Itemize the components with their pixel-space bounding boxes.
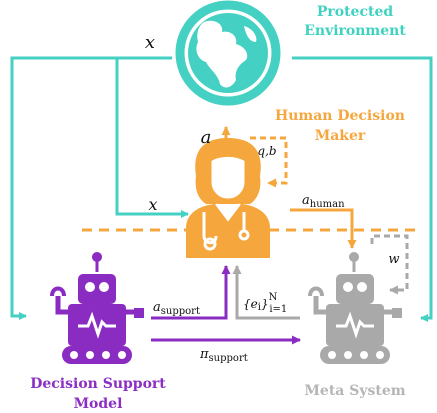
support-label-line2: Model xyxy=(74,396,123,412)
x-to-meta-line xyxy=(292,56,433,322)
environment-label-line1: Protected xyxy=(317,4,394,20)
w-label: w xyxy=(388,252,399,267)
x-label-mid: x xyxy=(148,195,157,214)
human-label-line1: Human Decision xyxy=(275,108,405,124)
support-robot-icon xyxy=(50,252,144,364)
meta-robot-icon xyxy=(308,252,402,364)
meta-label: Meta System xyxy=(304,383,405,399)
a-human-label: ahuman xyxy=(302,193,345,210)
qb-label: q,b xyxy=(257,144,276,158)
qb-self-loop xyxy=(250,136,288,188)
globe-icon xyxy=(175,0,281,106)
environment-observation-lines xyxy=(10,56,433,322)
explanations-arrow xyxy=(232,265,300,320)
x-label-top: x xyxy=(145,32,155,53)
a-label: a xyxy=(201,127,212,148)
a-support-arrow xyxy=(151,265,231,320)
a-human-arrow xyxy=(290,208,357,249)
pi-support-label: πsupport xyxy=(199,347,248,364)
x-to-support-line xyxy=(10,56,172,320)
environment-label-line2: Environment xyxy=(304,23,406,39)
w-self-loop xyxy=(370,234,409,295)
a-support-label: asupport xyxy=(153,300,200,317)
human-label-line2: Maker xyxy=(315,128,366,144)
x-to-human-line xyxy=(115,58,189,218)
support-label-line1: Decision Support xyxy=(30,376,166,392)
doctor-icon xyxy=(186,138,270,258)
